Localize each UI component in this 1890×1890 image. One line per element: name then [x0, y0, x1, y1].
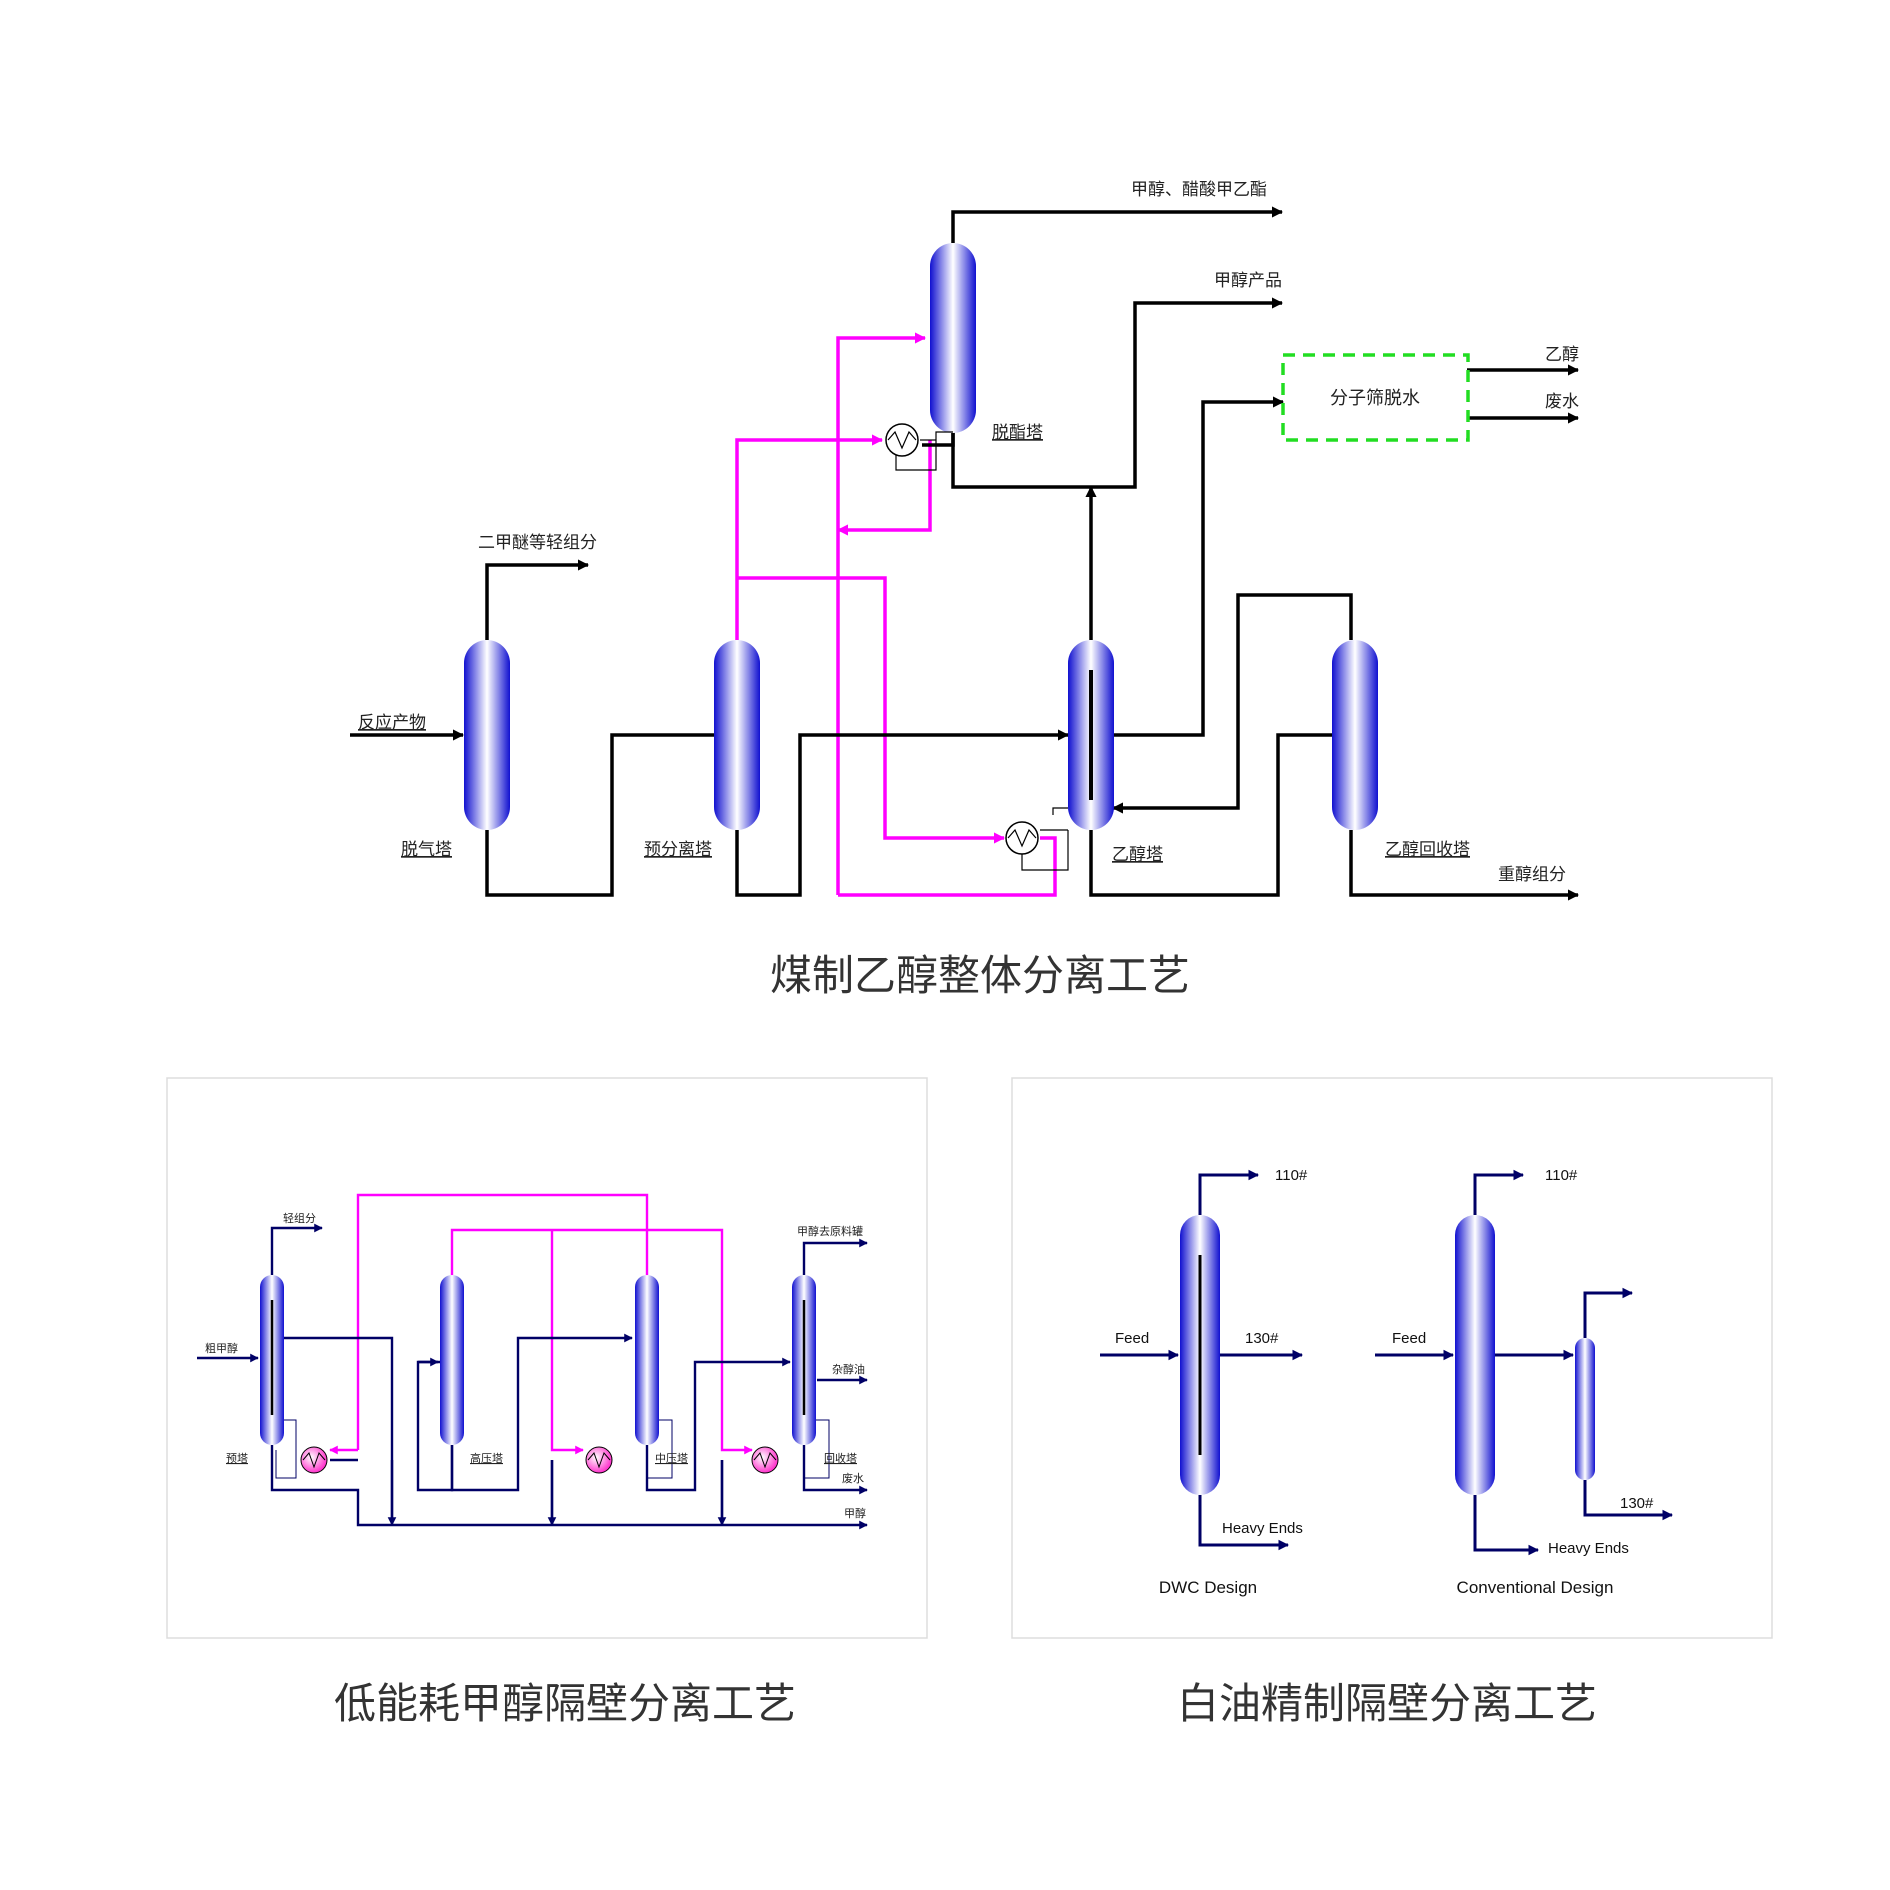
label-pre-separation: 预分离塔	[644, 840, 712, 860]
stream-methanol-acetate: 甲醇、醋酸甲乙酯	[1131, 180, 1267, 200]
column-degas	[464, 640, 510, 830]
conventional-top-label: 110#	[1545, 1167, 1578, 1184]
heat-integration-lines	[735, 332, 1057, 897]
methanol-dwc-panel: 轻组分 粗甲醇 甲醇去原料罐 杂醇油 废水 甲醇 预塔 高压塔 中压塔 回收塔 …	[166, 1077, 928, 1728]
conventional-design: Feed 110# 130# Heavy Ends Conventional D…	[1375, 1167, 1674, 1597]
label-high-pressure: 高压塔	[470, 1451, 503, 1465]
label-degas: 脱气塔	[401, 840, 452, 860]
conventional-caption: Conventional Design	[1457, 1578, 1614, 1597]
dwc-bottom-label: Heavy Ends	[1222, 1520, 1303, 1537]
label-ethanol-recovery: 乙醇回收塔	[1385, 840, 1470, 860]
conventional-main-column	[1455, 1215, 1495, 1495]
reboiler-ester-removal	[885, 423, 953, 471]
reboiler-recovery	[751, 1419, 830, 1479]
conventional-side-label: 130#	[1620, 1495, 1654, 1512]
conventional-feed-label: Feed	[1392, 1330, 1426, 1347]
stream-methanol-product: 甲醇产品	[1214, 271, 1282, 291]
label-ethanol-column: 乙醇塔	[1112, 845, 1163, 865]
stream-dimethyl-ether: 二甲醚等轻组分	[478, 533, 597, 553]
column-ethanol-recovery	[1332, 640, 1378, 830]
stream-wastewater: 废水	[1545, 392, 1579, 412]
panel-frame-right	[1011, 1077, 1773, 1639]
stream-methanol-to-tank: 甲醇去原料罐	[797, 1224, 863, 1238]
label-ester-removal: 脱酯塔	[992, 423, 1043, 443]
dwc-feed-label: Feed	[1115, 1330, 1149, 1347]
stream-methanol: 甲醇	[844, 1506, 866, 1520]
process-lines	[350, 206, 1580, 901]
white-oil-title: 白油精制隔壁分离工艺	[1177, 1679, 1597, 1728]
dwc-design: Feed 110# 130# Heavy Ends DWC Design	[1100, 1167, 1308, 1597]
stream-ethanol: 乙醇	[1545, 345, 1579, 365]
label-recovery: 回收塔	[824, 1451, 857, 1465]
molecular-sieve-box	[1281, 353, 1470, 442]
column-pre-separation	[714, 640, 760, 830]
stream-light-ends: 轻组分	[283, 1211, 316, 1225]
stream-fusel-oil: 杂醇油	[832, 1362, 865, 1376]
dwc-top-label: 110#	[1275, 1167, 1308, 1184]
dwc-side-label: 130#	[1245, 1330, 1279, 1347]
dwc-caption: DWC Design	[1159, 1578, 1257, 1597]
reboiler-pre	[275, 1419, 328, 1479]
conventional-bottom-label: Heavy Ends	[1548, 1540, 1629, 1557]
main-diagram-title: 煤制乙醇整体分离工艺	[770, 951, 1190, 1000]
column-ester-removal	[930, 243, 976, 433]
conventional-side-column	[1575, 1338, 1595, 1480]
stream-crude-methanol: 粗甲醇	[205, 1341, 238, 1355]
stream-heavy-alcohol: 重醇组分	[1498, 865, 1566, 885]
label-pre-column: 预塔	[226, 1452, 248, 1465]
sieve-box-label: 分子筛脱水	[1330, 388, 1420, 409]
white-oil-panel: Feed 110# 130# Heavy Ends DWC Design Fee…	[1011, 1077, 1773, 1728]
reboiler-ethanol	[1005, 807, 1069, 871]
column-mid-pressure	[635, 1275, 659, 1445]
stream-wastewater-small: 废水	[842, 1471, 864, 1485]
main-diagram: 分子筛脱水 甲醇、醋酸甲乙酯 甲醇产品 乙醇 废水 二甲醚等轻组分 反应产物 重…	[350, 180, 1580, 1000]
methanol-heat-lines	[329, 1193, 753, 1455]
column-high-pressure	[440, 1275, 464, 1445]
methanol-process-lines	[197, 1223, 868, 1530]
label-mid-pressure: 中压塔	[655, 1452, 688, 1465]
methanol-dwc-title: 低能耗甲醇隔壁分离工艺	[334, 1679, 796, 1728]
reboiler-mid	[585, 1419, 673, 1479]
stream-reaction-product: 反应产物	[358, 713, 426, 733]
